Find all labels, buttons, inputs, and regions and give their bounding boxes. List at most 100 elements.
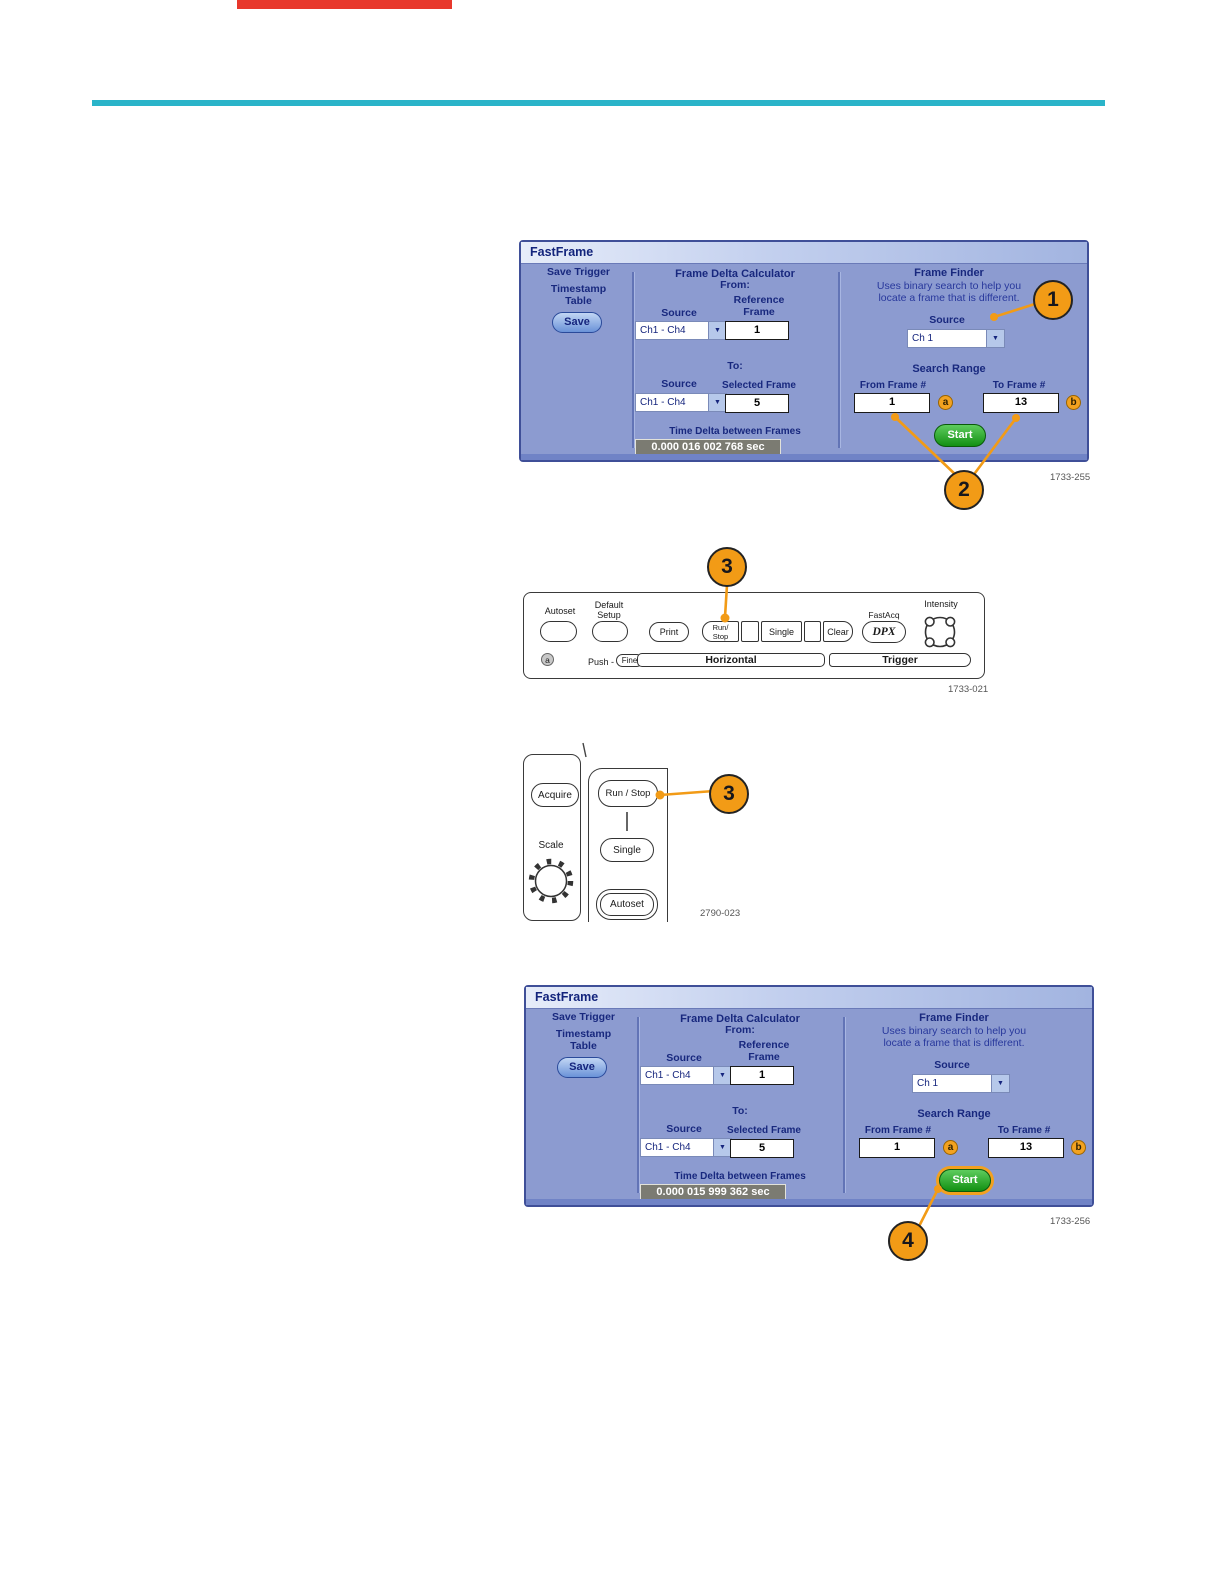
panel-title: FastFrame [526,987,1092,1009]
source-dropdown-2[interactable]: Ch1 - Ch4 ▼ [640,1138,732,1157]
push-fine-label: Push - [588,657,615,667]
selected-frame-label: Selected Frame [722,380,796,391]
arrow-down-icon[interactable]: ▼ [986,329,1005,348]
acquire-button[interactable]: Acquire [531,783,579,807]
autoset-button[interactable]: Autoset [600,893,654,916]
figure-label: 1733-256 [1050,1216,1091,1227]
dropdown-value: Ch1 - Ch4 [640,1066,713,1085]
reference-frame-input[interactable]: 1 [725,321,789,340]
table-label: Table [565,295,592,307]
marker-a-badge: a [943,1140,958,1155]
callout-2: 2 [944,470,984,510]
finder-desc2: locate a frame that is different. [878,292,1020,304]
autoset-button[interactable] [540,621,577,642]
source-label: Source [661,378,697,390]
divider [637,1017,639,1193]
save-trigger-label: Save Trigger [551,1011,616,1023]
finder-source-dropdown[interactable]: Ch 1 ▼ [907,329,1005,348]
panel-bottom-edge [521,454,1087,460]
selected-frame-input[interactable]: 5 [725,394,789,413]
time-delta-label: Time Delta between Frames [674,1171,806,1182]
source-label: Source [934,1059,970,1071]
fastframe-panel-b: FastFrame Save Trigger Timestamp Table S… [524,985,1094,1207]
autoset-label: Autoset [544,606,576,616]
print-button[interactable]: Print [649,622,689,642]
single-button[interactable]: Single [600,838,654,862]
from-frame-input[interactable]: 1 [854,393,930,413]
clear-button[interactable]: Clear [823,621,853,642]
run-stop-button[interactable]: Run/Stop [702,621,739,642]
selected-frame-label: Selected Frame [727,1125,801,1136]
trigger-section-bar: Trigger [829,653,971,667]
to-frame-input[interactable]: 13 [988,1138,1064,1158]
reference-frame-input[interactable]: 1 [730,1066,794,1085]
figure-label: 2790-023 [700,908,741,919]
marker-b-badge: b [1071,1140,1086,1155]
dpx-button[interactable]: DPX [862,621,906,643]
figure-label: 1733-255 [1050,472,1091,483]
scale-label: Scale [538,840,564,851]
a-knob-badge: a [541,653,554,666]
source-label: Source [666,1052,702,1064]
from-frame-label: From Frame # [859,380,927,391]
divider [843,1017,845,1193]
callout-3-acquire: 3 [709,774,749,814]
frame-stub-line [582,742,587,758]
finder-source-dropdown[interactable]: Ch 1 ▼ [912,1074,1010,1093]
marker-a-badge: a [938,395,953,410]
reference-label2: Frame [743,306,775,318]
search-range-label: Search Range [912,363,986,375]
dropdown-value: Ch1 - Ch4 [640,1138,713,1157]
time-delta-readout: 0.000 015 999 362 sec [640,1184,786,1200]
divider [632,272,634,448]
run-stop-button[interactable]: Run / Stop [598,780,658,807]
time-delta-label: Time Delta between Frames [669,426,801,437]
single-button[interactable]: Single [761,621,802,642]
arrow-down-icon[interactable]: ▼ [991,1074,1010,1093]
to-frame-input[interactable]: 13 [983,393,1059,413]
divider [838,272,840,448]
figure-label: 1733-021 [948,684,989,695]
horizontal-section-bar: Horizontal [637,653,825,667]
save-button[interactable]: Save [557,1057,607,1078]
source-label: Source [666,1123,702,1135]
source-label: Source [661,307,697,319]
acquire-column-frame [523,754,581,921]
dropdown-value: Ch 1 [912,1074,991,1093]
timestamp-label: Timestamp [555,1028,612,1040]
run-stop-text: Run/Stop [712,622,729,641]
start-button[interactable]: Start [934,424,986,447]
from-frame-label: From Frame # [864,1125,932,1136]
start-button[interactable]: Start [939,1169,991,1192]
panel-bottom-edge [526,1199,1092,1205]
finder-heading: Frame Finder [919,1012,989,1024]
panel-title: FastFrame [521,242,1087,264]
default-setup-line2: Setup [597,610,621,621]
delta-heading: Frame Delta Calculator [675,268,795,280]
source-dropdown[interactable]: Ch1 - Ch4 ▼ [635,321,727,340]
selected-frame-input[interactable]: 5 [730,1139,794,1158]
default-setup-button[interactable] [592,621,628,642]
from-frame-input[interactable]: 1 [859,1138,935,1158]
to-label: To: [732,1105,748,1117]
save-button[interactable]: Save [552,312,602,333]
fastframe-panel-a: FastFrame Save Trigger Timestamp Table S… [519,240,1089,462]
to-frame-label: To Frame # [997,1125,1051,1136]
source-dropdown[interactable]: Ch1 - Ch4 ▼ [640,1066,732,1085]
dropdown-value: Ch1 - Ch4 [635,321,708,340]
dropdown-value: Ch 1 [907,329,986,348]
dropdown-value: Ch1 - Ch4 [635,393,708,412]
reference-label: Reference [733,294,785,306]
blank-button[interactable] [741,621,759,642]
fastacq-label: FastAcq [868,610,900,620]
table-label: Table [570,1040,597,1052]
callout3b-line [658,789,716,797]
from-label: From: [720,279,750,291]
search-range-label: Search Range [917,1108,991,1120]
finder-desc2: locate a frame that is different. [883,1037,1025,1049]
blank-button[interactable] [804,621,821,642]
finder-desc1: Uses binary search to help you [881,1025,1027,1037]
finder-desc1: Uses binary search to help you [876,280,1022,292]
source-dropdown-2[interactable]: Ch1 - Ch4 ▼ [635,393,727,412]
